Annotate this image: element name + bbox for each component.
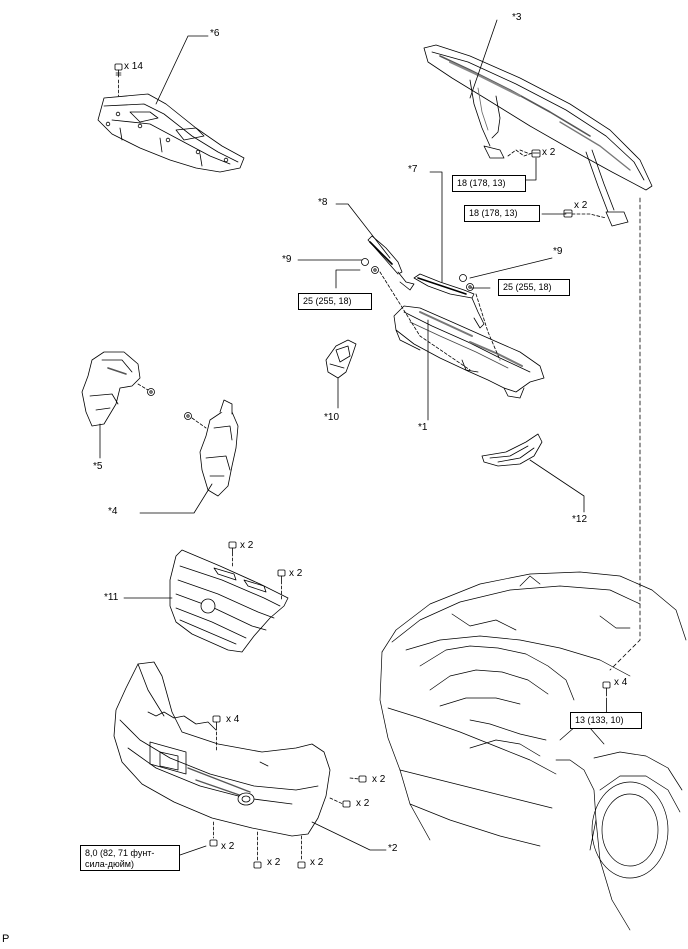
part-label-10: *10 — [324, 412, 340, 423]
support-bolt — [184, 412, 207, 429]
qty-grille-screws-left: x 2 — [240, 540, 254, 551]
qty-hood-bolts-right: x 2 — [574, 200, 588, 211]
cowl-side-cover-drawing — [325, 339, 357, 379]
engine-under-cover-drawing — [97, 93, 245, 173]
torque-spec-body-bolts: 13 (133, 10) — [570, 712, 642, 729]
footer-code: P — [2, 933, 10, 945]
part-label-5: *5 — [93, 461, 103, 472]
part-label-4: *4 — [108, 506, 118, 517]
part-label-7: *7 — [408, 164, 418, 175]
torque-spec-hood-1: 18 (178, 13) — [452, 175, 526, 192]
wiper-arm-left-drawing — [367, 235, 415, 291]
part-label-3: *3 — [512, 12, 522, 23]
qty-bumper-bottom-1: x 2 — [221, 841, 235, 852]
part-label-6: *6 — [210, 28, 220, 39]
part-label-1: *1 — [418, 422, 428, 433]
cowl-top-panel-drawing — [393, 305, 545, 399]
bracket-bolt — [137, 383, 155, 396]
part-label-9-left: *9 — [282, 254, 292, 265]
headlight-bracket-drawing — [81, 351, 141, 427]
part-label-9-right: *9 — [553, 246, 563, 257]
radiator-support-drawing — [199, 399, 239, 497]
front-bumper-drawing — [113, 661, 331, 837]
qty-bumper-bottom-2: x 2 — [267, 857, 281, 868]
cowl-insulator-drawing — [481, 433, 543, 467]
body-bolt — [602, 681, 611, 713]
qty-bumper-side-1: x 2 — [372, 774, 386, 785]
wiper-arm-right-drawing — [413, 273, 485, 329]
radiator-grille-drawing — [169, 549, 289, 653]
grille-screws — [228, 541, 286, 601]
part-label-12: *12 — [572, 514, 588, 525]
qty-bumper-top: x 4 — [226, 714, 240, 725]
hood-drawing — [423, 44, 653, 227]
part-label-8: *8 — [318, 197, 328, 208]
qty-bumper-bottom-3: x 2 — [310, 857, 324, 868]
qty-bumper-side-2: x 2 — [356, 798, 370, 809]
part-label-11: *11 — [104, 592, 119, 603]
torque-spec-bumper: 8,0 (82, 71 фунт-сила-дюйм) — [80, 845, 180, 871]
bumper-screws — [209, 715, 367, 869]
torque-spec-hood-2: 18 (178, 13) — [464, 205, 540, 222]
qty-hood-bolts-top: x 2 — [542, 147, 556, 158]
qty-grille-screws-right: x 2 — [289, 568, 303, 579]
part-label-2: *2 — [388, 843, 398, 854]
torque-spec-wiper-right: 25 (255, 18) — [498, 279, 570, 296]
vehicle-outline-drawing — [379, 571, 687, 931]
hood-bolts — [507, 149, 607, 219]
qty-body-bolts: x 4 — [614, 677, 628, 688]
wiper-nuts — [361, 258, 474, 291]
under-cover-bolt — [114, 63, 123, 97]
torque-spec-wiper-left: 25 (255, 18) — [298, 293, 372, 310]
qty-undercover-clips: x 14 — [124, 61, 143, 72]
